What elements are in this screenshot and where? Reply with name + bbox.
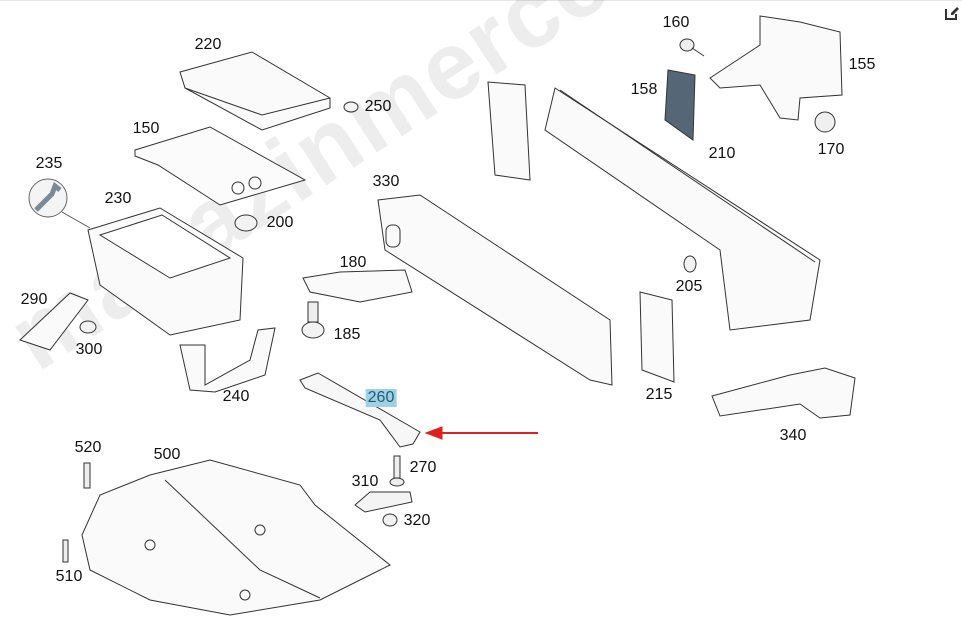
part-label-520[interactable]: 520: [74, 439, 102, 456]
part-510-screw: [62, 539, 69, 563]
part-205-nut: [683, 255, 697, 273]
part-label-240[interactable]: 240: [222, 388, 250, 405]
part-300-nut: [79, 320, 97, 334]
part-label-205[interactable]: 205: [675, 278, 703, 295]
part-150-plate: [134, 126, 307, 206]
part-520-clip: [83, 462, 91, 489]
part-label-235[interactable]: 235: [35, 155, 63, 172]
part-180-bracket: [302, 269, 413, 303]
part-label-270[interactable]: 270: [409, 459, 437, 476]
part-220-control-unit: [179, 51, 331, 131]
part-label-230[interactable]: 230: [104, 190, 132, 207]
part-label-330[interactable]: 330: [372, 173, 400, 190]
part-label-150[interactable]: 150: [132, 120, 160, 137]
part-label-300[interactable]: 300: [75, 341, 103, 358]
part-label-200[interactable]: 200: [266, 214, 294, 231]
part-label-250[interactable]: 250: [364, 98, 392, 115]
part-label-220[interactable]: 220: [194, 36, 222, 53]
part-340-bracket: [711, 367, 856, 419]
part-320-nut: [382, 513, 398, 527]
part-label-210[interactable]: 210: [708, 145, 736, 162]
part-230-battery-tray: [87, 207, 244, 336]
part-label-340[interactable]: 340: [779, 427, 807, 444]
part-185-bolt: [301, 301, 325, 339]
part-label-215[interactable]: 215: [645, 386, 673, 403]
part-bumper-beam: [487, 81, 821, 331]
part-235-wrench-icon: [28, 178, 91, 229]
part-label-180[interactable]: 180: [339, 254, 367, 271]
part-200-nut: [234, 214, 258, 232]
part-500-underbody-panel: [81, 459, 391, 616]
part-label-185[interactable]: 185: [333, 326, 361, 343]
part-158-plate: [664, 69, 696, 141]
part-155-bracket: [709, 15, 843, 121]
part-270-bolt: [389, 455, 405, 487]
part-310-clip: [354, 491, 413, 513]
part-label-510[interactable]: 510: [55, 568, 83, 585]
part-label-290[interactable]: 290: [20, 291, 48, 308]
part-label-320[interactable]: 320: [403, 512, 431, 529]
part-label-500[interactable]: 500: [153, 446, 181, 463]
part-170-nut: [814, 111, 836, 133]
part-250-nut: [343, 101, 359, 113]
part-label-170[interactable]: 170: [817, 141, 845, 158]
part-label-158[interactable]: 158: [630, 81, 658, 98]
part-label-310[interactable]: 310: [351, 473, 379, 490]
edit-icon[interactable]: [943, 4, 961, 22]
part-215-plate: [639, 291, 675, 383]
part-290-bracket: [19, 292, 89, 351]
part-260-strut: [299, 372, 421, 448]
part-label-160[interactable]: 160: [662, 14, 690, 31]
top-border: [0, 0, 962, 1]
part-330-crossmember: [377, 194, 613, 386]
part-160-bolt: [679, 38, 705, 57]
part-label-260-highlighted[interactable]: 260: [365, 389, 397, 407]
part-label-155[interactable]: 155: [848, 56, 876, 73]
part-240-bracket: [179, 327, 276, 393]
arrow-indicator: [424, 426, 538, 440]
